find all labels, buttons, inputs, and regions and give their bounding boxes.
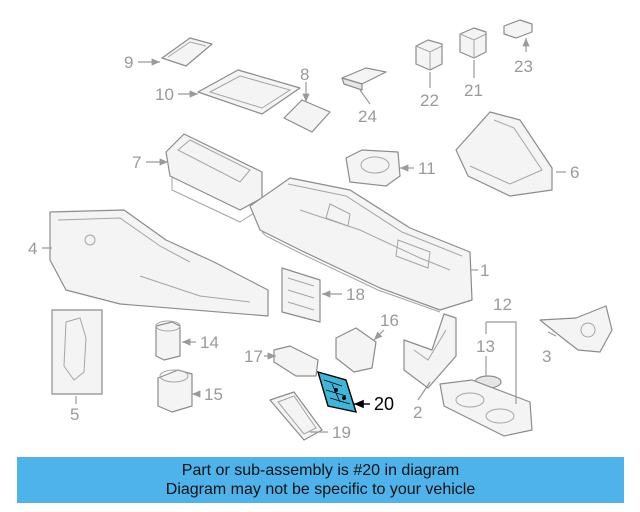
leader-24 (359, 89, 371, 105)
part-12-illustration (439, 379, 533, 437)
part-3-illustration (539, 305, 613, 353)
callout-18: 18 (346, 285, 365, 304)
callout-2: 2 (413, 403, 422, 422)
callout-5: 5 (70, 405, 79, 424)
part-7-illustration (165, 133, 263, 223)
part-17-illustration (273, 345, 319, 377)
part-19-illustration (269, 391, 323, 441)
parts-diagram: 1 2 3 4 5 6 7 8 9 10 11 12 13 14 15 16 1… (28, 19, 613, 442)
callout-1: 1 (480, 261, 489, 280)
callout-13: 13 (476, 337, 495, 356)
leader-lines (42, 38, 566, 433)
callout-7: 7 (132, 153, 141, 172)
info-banner: Part or sub-assembly is #20 in diagram D… (17, 457, 624, 503)
callout-16: 16 (380, 311, 399, 330)
leader-12 (485, 321, 517, 404)
callout-21: 21 (464, 81, 483, 100)
callout-23: 23 (514, 57, 533, 76)
leader-3 (547, 331, 557, 337)
banner-line-1: Part or sub-assembly is #20 in diagram (181, 462, 460, 479)
callout-11: 11 (418, 159, 436, 178)
callout-8: 8 (300, 65, 309, 84)
callout-12: 12 (493, 295, 512, 314)
part-21-illustration (459, 27, 487, 59)
part-24-illustration (341, 67, 387, 91)
callout-10: 10 (155, 85, 174, 104)
part-1-illustration (249, 177, 473, 313)
callout-9: 9 (124, 53, 133, 72)
callout-15: 15 (204, 385, 223, 404)
leader-2 (417, 381, 431, 401)
part-14-illustration (155, 320, 181, 361)
callout-14: 14 (200, 333, 219, 352)
callout-4: 4 (28, 239, 37, 258)
callout-24: 24 (358, 107, 377, 126)
callout-17: 17 (244, 347, 263, 366)
callout-3: 3 (542, 347, 551, 366)
part-15-illustration (157, 369, 193, 413)
callout-20: 20 (374, 394, 394, 414)
part-16-illustration (335, 327, 377, 373)
part-8-illustration (283, 99, 331, 133)
part-6-illustration (455, 111, 553, 197)
part-10-illustration (197, 69, 301, 115)
banner-line-2: Diagram may not be specific to your vehi… (165, 481, 476, 498)
leader-16 (373, 329, 385, 341)
callout-22: 22 (420, 91, 439, 110)
part-4-illustration (49, 209, 269, 317)
part-11-illustration (345, 149, 401, 187)
callout-labels: 1 2 3 4 5 6 7 8 9 10 11 12 13 14 15 16 1… (28, 53, 579, 442)
part-22-illustration (415, 39, 443, 71)
part-5-illustration (51, 309, 103, 395)
callout-19: 19 (332, 423, 351, 442)
part-2-illustration (403, 313, 457, 389)
part-18-illustration (281, 267, 321, 323)
part-9-illustration (161, 37, 213, 67)
part-23-illustration (503, 19, 533, 39)
callout-6: 6 (570, 163, 579, 182)
part-20-illustration (316, 370, 358, 413)
